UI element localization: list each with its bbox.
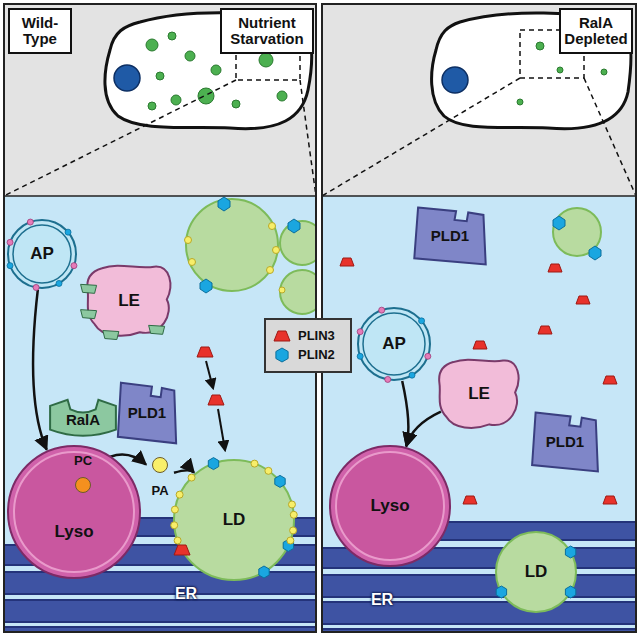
arrow-connector [174, 470, 194, 472]
node-label: LE [468, 385, 490, 404]
node-label: Lyso [370, 497, 409, 516]
autophagosome-circle: AP [356, 306, 432, 382]
node-label: ER [175, 585, 197, 603]
legend-label: PLIN3 [298, 329, 335, 343]
node-label: PA [151, 484, 168, 498]
legend-sample [272, 347, 292, 363]
lipid-droplet: LD [494, 530, 578, 614]
node-label: Nutrient Starvation [226, 15, 308, 48]
legend-entry: PLIN2 [272, 347, 344, 363]
legend-entry: PLIN3 [272, 328, 344, 344]
lysosome-circle: Lyso [328, 444, 452, 568]
node-label: LE [118, 292, 140, 311]
header-box: Wild-Type [8, 8, 72, 54]
lysosome-circle: Lyso PC [6, 444, 142, 580]
arrow-connector [33, 290, 47, 450]
pld1-shape: PLD1 [412, 205, 488, 267]
node-label: AP [382, 335, 406, 354]
node-label: PLD1 [546, 434, 584, 451]
arrow-connector [402, 381, 408, 446]
late-endosome-blob: LE [84, 262, 174, 340]
node-label: PLD1 [128, 405, 166, 422]
pa-dot: PA [146, 456, 174, 498]
node-label: LD [525, 563, 548, 582]
late-endosome-blob: LE [436, 356, 522, 432]
arrow-connector [406, 412, 441, 447]
pld1-shape: PLD1 [116, 380, 178, 446]
node-label: RalA [66, 412, 100, 429]
er-label: ER [168, 582, 204, 606]
node-label: Wild-Type [14, 15, 66, 48]
node-label: AP [30, 245, 54, 264]
header-box: Nutrient Starvation [220, 8, 314, 54]
node-label: RalA Depleted [564, 15, 627, 48]
autophagosome-circle: AP [6, 218, 78, 290]
node-label: LD [223, 511, 246, 530]
lipid-droplet: LD [172, 458, 296, 582]
er-label: ER [364, 588, 400, 612]
header-box: RalA Depleted [559, 8, 633, 54]
node-label: PC [74, 454, 92, 468]
node-label: PLD1 [431, 228, 469, 245]
node-label: Lyso [54, 523, 93, 542]
legend-box: PLIN3PLIN2 [264, 318, 352, 373]
legend-sample [272, 328, 292, 344]
rala-shape: RalA [48, 398, 118, 442]
node-label: ER [371, 591, 393, 609]
legend-label: PLIN2 [298, 348, 335, 362]
pld1-shape: PLD1 [530, 410, 600, 474]
pc-dot: PC [68, 454, 98, 494]
